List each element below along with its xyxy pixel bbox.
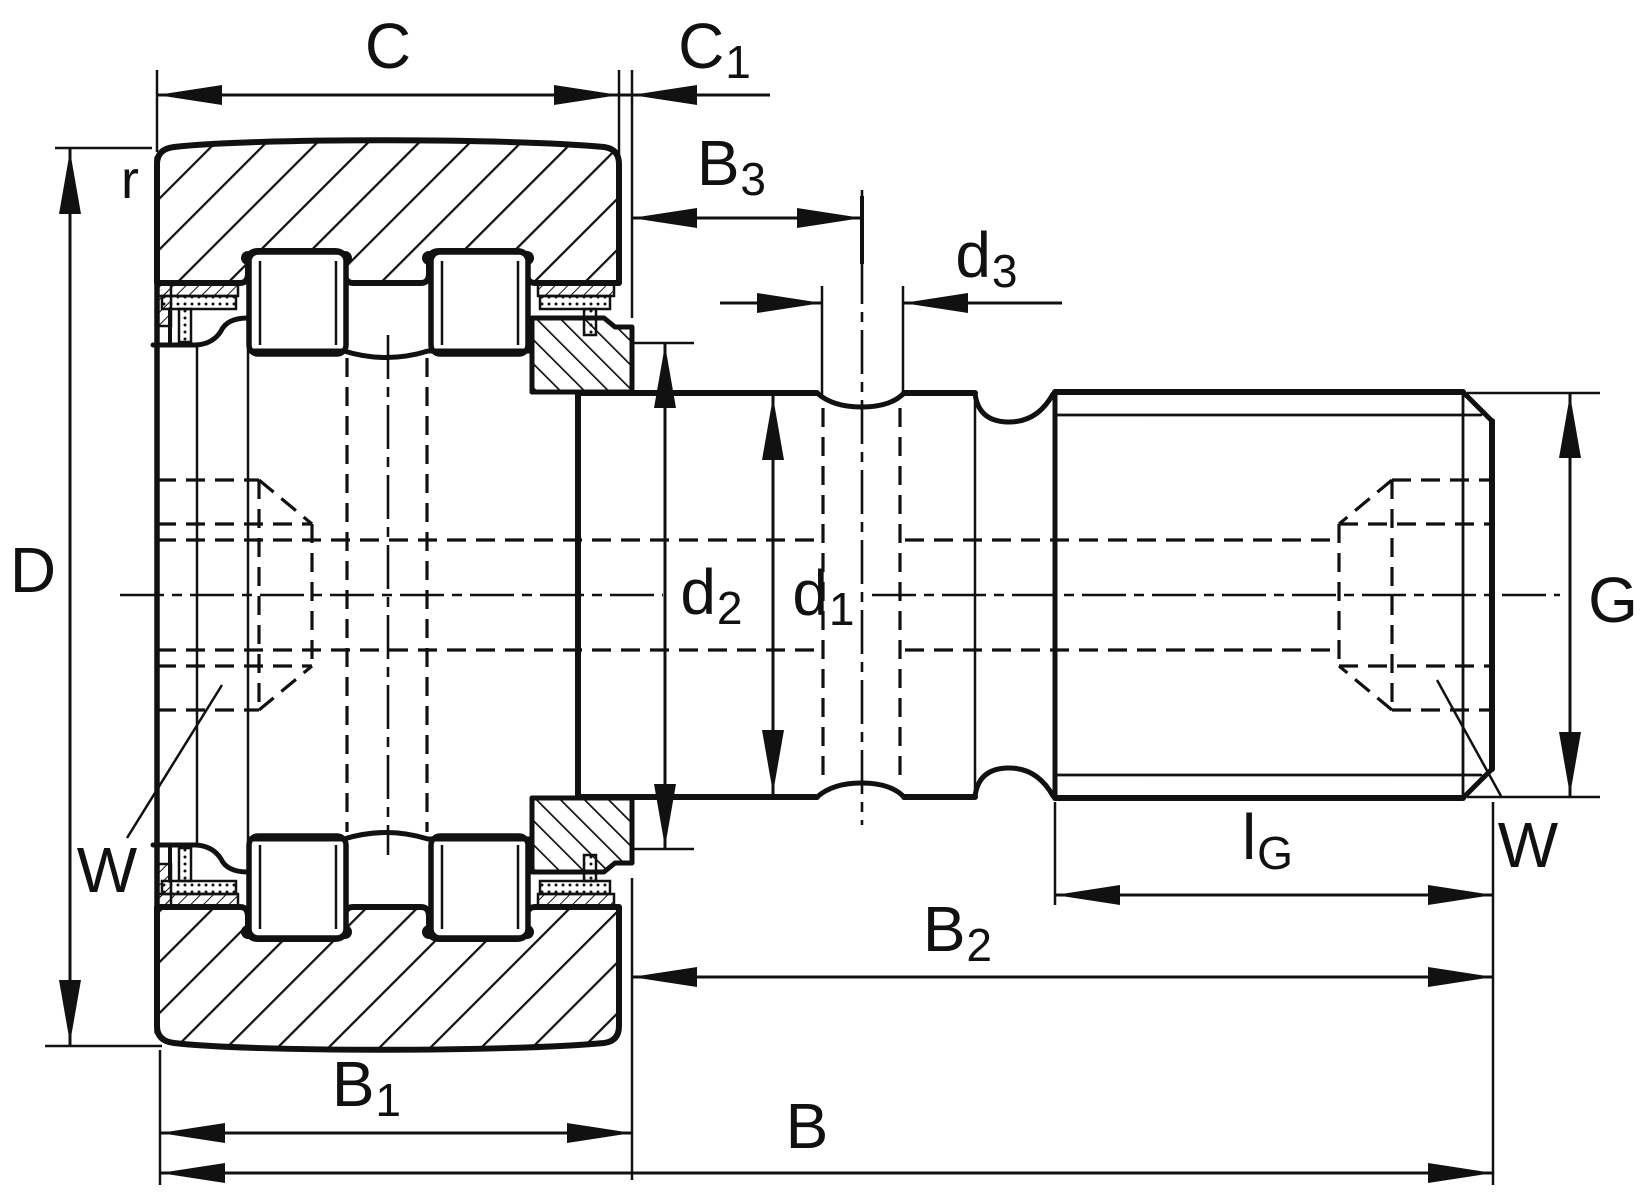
dim-label-d1: d1 xyxy=(792,557,855,636)
dim-label-w-left: W xyxy=(76,834,138,906)
extension-lines xyxy=(45,70,1600,1185)
center-lines xyxy=(120,190,1560,855)
dim-label-w-right: W xyxy=(1497,809,1559,881)
end-plate-top xyxy=(529,315,635,395)
dimension-lines xyxy=(68,93,1572,1175)
dim-label-b2: B2 xyxy=(922,893,993,972)
roller xyxy=(428,249,531,357)
dim-label-r: r xyxy=(121,150,139,210)
roller-edge-lines xyxy=(258,261,520,929)
dim-label-b: B xyxy=(785,1090,829,1162)
dim-label-d-outer: D xyxy=(9,534,57,606)
outer-ring-top-section xyxy=(154,137,622,286)
dim-label-c: C xyxy=(364,10,412,82)
dim-label-c1: C1 xyxy=(678,10,751,89)
roller xyxy=(246,833,349,941)
dim-label-d3: d3 xyxy=(955,219,1018,298)
w-leader-right xyxy=(1435,679,1503,797)
dim-label-g: G xyxy=(1588,564,1638,636)
dim-label-d2: d2 xyxy=(680,556,743,635)
w-leader-left xyxy=(125,684,224,839)
dim-label-lg: lG xyxy=(1241,801,1293,880)
rollers xyxy=(246,249,531,941)
stud-outline xyxy=(150,155,1495,1035)
end-plate-bottom xyxy=(529,795,635,875)
dim-label-b1: B1 xyxy=(331,1048,402,1127)
dimension-arrowheads xyxy=(59,85,1581,1183)
roller xyxy=(428,833,531,941)
outer-ring-bottom-section xyxy=(154,904,622,1053)
outer-ring xyxy=(154,137,622,1053)
roller xyxy=(246,249,349,357)
dim-label-b3: B3 xyxy=(696,127,767,206)
